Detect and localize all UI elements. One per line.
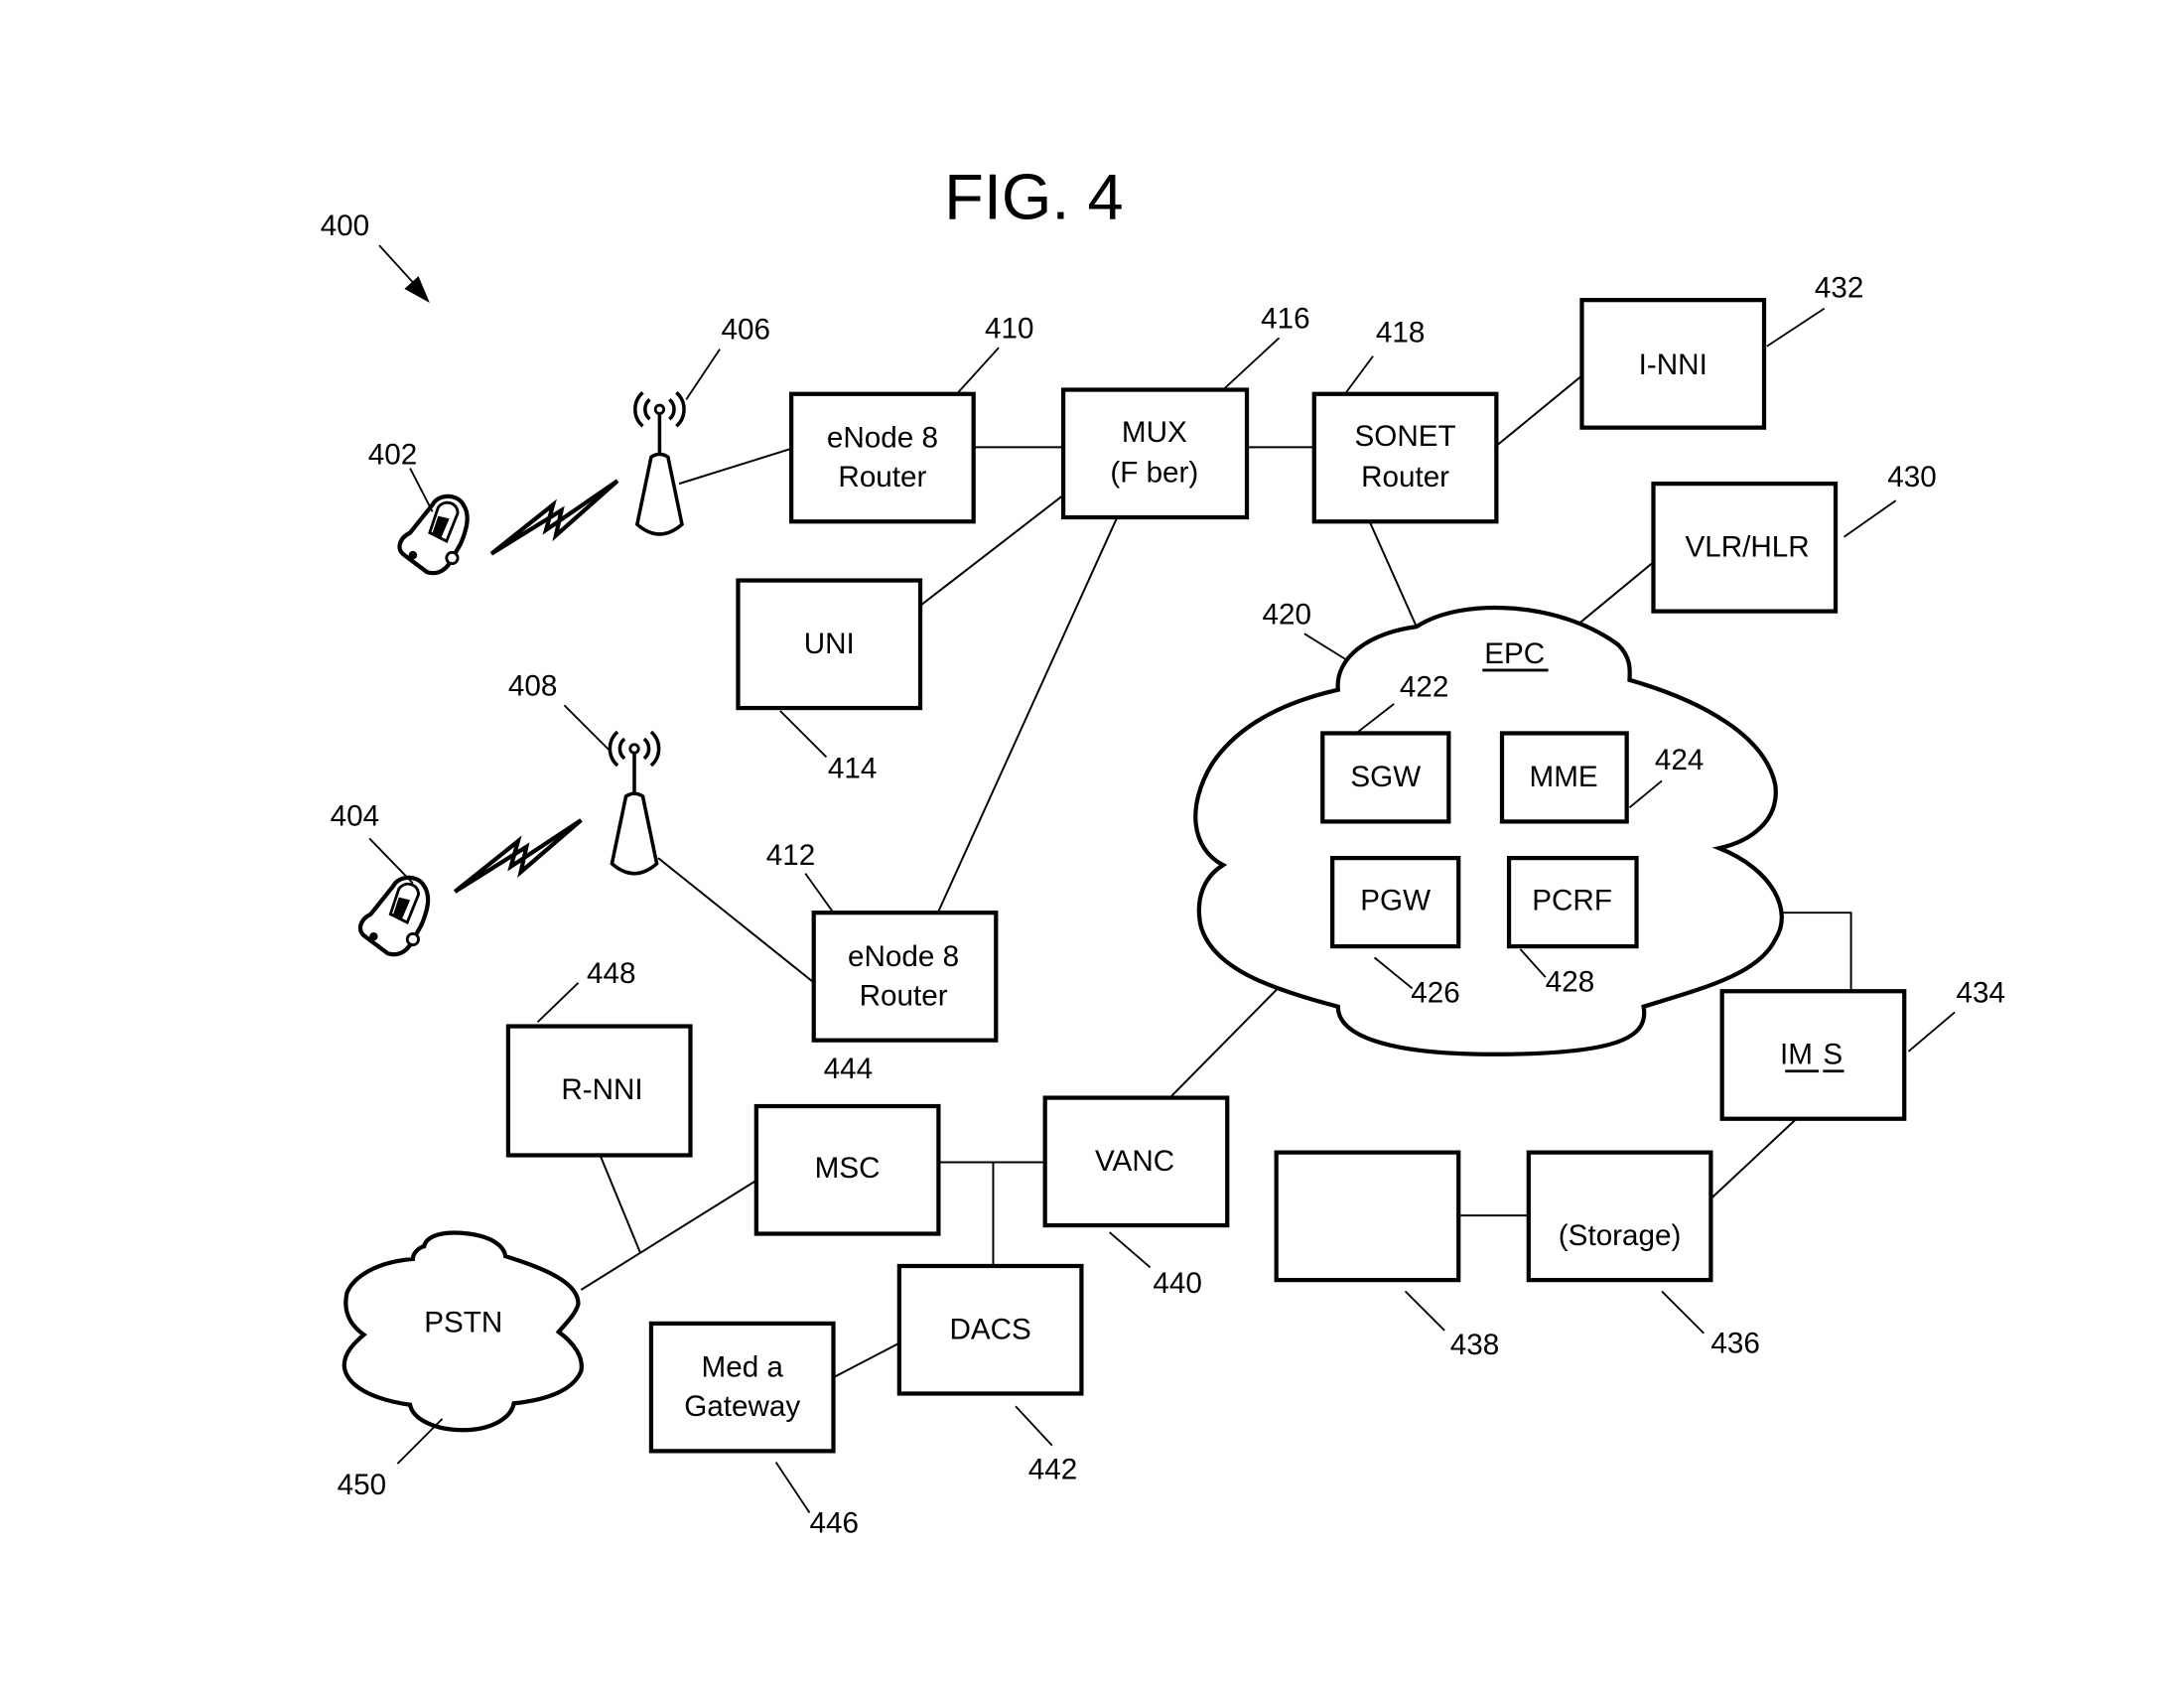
ref-422: 422: [1400, 671, 1448, 704]
sgw-422[interactable]: SGW: [1320, 731, 1451, 824]
msc[interactable]: MSC: [753, 1103, 941, 1236]
svg-text:Med a: Med a: [702, 1351, 784, 1384]
ref-416: 416: [1261, 302, 1309, 335]
link-msc-pstn: [580, 1180, 757, 1291]
ref-418: 418: [1376, 317, 1425, 350]
ref-446: 446: [809, 1506, 858, 1539]
vanc-440[interactable]: VANC: [1042, 1095, 1230, 1228]
svg-text:MME: MME: [1530, 761, 1598, 793]
svg-text:eNode 8: eNode 8: [848, 940, 959, 973]
svg-text:PCRF: PCRF: [1532, 884, 1612, 916]
i-nni-432[interactable]: I-NNI: [1579, 298, 1767, 430]
link-tower1-enodeb1: [678, 447, 792, 486]
svg-text:Router: Router: [860, 979, 948, 1012]
svg-text:SONET: SONET: [1355, 420, 1456, 453]
svg-text:VANC: VANC: [1095, 1145, 1174, 1178]
mme-424[interactable]: MME: [1499, 731, 1629, 824]
ref-404: 404: [331, 800, 379, 833]
ref-442: 442: [1028, 1454, 1077, 1486]
ref-426: 426: [1411, 977, 1459, 1010]
ref-440: 440: [1153, 1267, 1201, 1300]
mux-fiber-416[interactable]: MUX (F ber): [1060, 387, 1250, 520]
figure-title: FIG. 4: [944, 160, 1123, 232]
link-dacs-mediagateway: [834, 1341, 900, 1378]
figure-arrow-icon: [378, 244, 430, 303]
ref-406: 406: [722, 314, 770, 347]
svg-text:EPC: EPC: [1484, 637, 1545, 670]
svg-text:(Storage): (Storage): [1559, 1219, 1682, 1252]
link-mux-enodeb2: [937, 518, 1118, 913]
link-sonet-epc: [1369, 522, 1418, 628]
cell-tower-icon: [633, 391, 686, 536]
svg-text:UNI: UNI: [804, 628, 855, 660]
ref-438: 438: [1450, 1329, 1499, 1361]
vlr-hlr-430[interactable]: VLR/HLR: [1651, 482, 1839, 614]
svg-text:Router: Router: [838, 461, 926, 493]
media-gateway-446[interactable]: Med a Gateway: [648, 1321, 836, 1454]
ref-432: 432: [1815, 271, 1863, 304]
link-epc-vlr: [1572, 561, 1655, 630]
link-mux-uni: [919, 495, 1063, 607]
ref-410: 410: [985, 312, 1033, 345]
ref-428: 428: [1546, 965, 1594, 998]
r-nni-448[interactable]: R-NNI: [505, 1024, 693, 1158]
enodeb-router-410[interactable]: eNode 8 Router: [789, 391, 976, 524]
ref-424: 424: [1655, 744, 1704, 776]
svg-text:Gateway: Gateway: [684, 1390, 800, 1423]
ref-448: 448: [587, 957, 635, 990]
pcrf-428[interactable]: PCRF: [1506, 856, 1639, 949]
pgw-426[interactable]: PGW: [1330, 856, 1461, 949]
svg-text:eNode 8: eNode 8: [827, 421, 938, 454]
cell-tower-icon: [608, 730, 661, 876]
ref-434: 434: [1956, 977, 2004, 1010]
ref-414: 414: [828, 753, 877, 785]
ref-430: 430: [1887, 461, 1936, 493]
svg-text:IM: IM: [1780, 1039, 1813, 1071]
mobile-phone-icon: [357, 875, 431, 957]
ref-402: 402: [368, 438, 417, 471]
ref-444: 444: [824, 1053, 873, 1085]
svg-text:MUX: MUX: [1122, 416, 1187, 449]
svg-text:PGW: PGW: [1360, 884, 1431, 916]
ref-412: 412: [766, 839, 815, 872]
svg-text:S: S: [1823, 1039, 1843, 1071]
unlabeled-box-438[interactable]: [1274, 1150, 1461, 1283]
mobile-phone-icon: [397, 493, 470, 576]
lightning-bolt-icon: [453, 818, 583, 894]
enodeb-router-412[interactable]: eNode 8 Router: [811, 911, 999, 1043]
link-tower2-enodeb2: [657, 857, 813, 983]
ref-450: 450: [338, 1469, 386, 1501]
link-rnni-pstn: [600, 1156, 641, 1253]
uni-414[interactable]: UNI: [736, 578, 923, 711]
storage-436[interactable]: (Storage): [1526, 1150, 1713, 1283]
ref-408: 408: [508, 669, 557, 702]
ref-436: 436: [1710, 1328, 1759, 1360]
ims-434[interactable]: IM S: [1719, 989, 1907, 1121]
svg-text:DACS: DACS: [949, 1313, 1030, 1345]
epc-cloud-420[interactable]: EPC: [1193, 605, 1784, 1056]
svg-text:Router: Router: [1361, 461, 1449, 493]
svg-text:(F ber): (F ber): [1110, 457, 1198, 490]
ref-400: 400: [321, 210, 369, 242]
svg-text:MSC: MSC: [815, 1152, 881, 1185]
sonet-router-418[interactable]: SONET Router: [1311, 391, 1499, 524]
pstn-cloud-450[interactable]: PSTN: [341, 1230, 584, 1433]
svg-text:I-NNI: I-NNI: [1639, 349, 1707, 381]
svg-text:R-NNI: R-NNI: [561, 1073, 642, 1106]
link-epc-vanc: [1170, 980, 1286, 1097]
svg-text:PSTN: PSTN: [424, 1306, 502, 1338]
lightning-bolt-icon: [489, 479, 619, 556]
ref-420: 420: [1263, 598, 1311, 631]
svg-text:VLR/HLR: VLR/HLR: [1685, 531, 1809, 564]
dacs-442[interactable]: DACS: [896, 1263, 1084, 1396]
link-sonet-inni: [1495, 374, 1583, 447]
link-ims-storage: [1709, 1119, 1796, 1199]
svg-text:SGW: SGW: [1350, 761, 1421, 793]
